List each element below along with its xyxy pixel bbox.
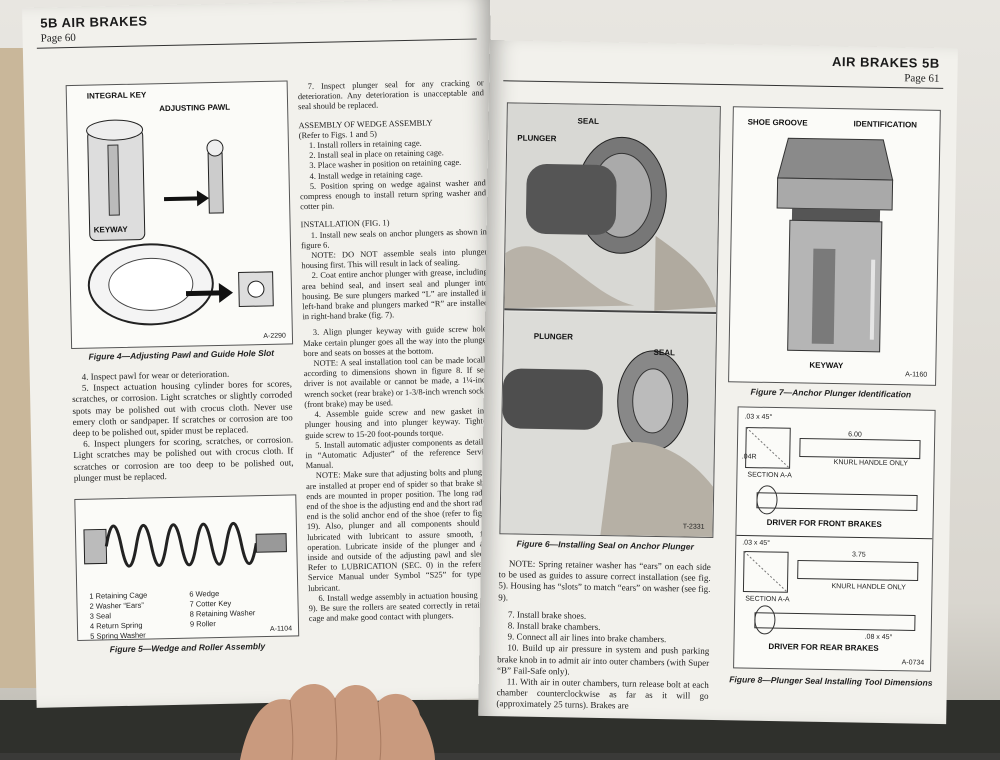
- left-page-number: Page 60: [40, 31, 76, 45]
- right-header-rule: [503, 80, 944, 89]
- label-integral-key: INTEGRAL KEY: [86, 90, 147, 101]
- label-seal-bottom: SEAL: [653, 347, 675, 358]
- dim-chamfer-front: .03 x 45°: [744, 413, 773, 421]
- figure-7-photo: SHOE GROOVE IDENTIFICATION KEYWAY A-1160: [728, 106, 941, 386]
- paragraph: NOTE: A seal installation tool can be ma…: [303, 355, 491, 410]
- dim-length-rear: 3.75: [852, 551, 866, 559]
- installing-seal-photo: [500, 103, 720, 537]
- label-keyway-plunger: KEYWAY: [809, 360, 844, 371]
- adjusting-pawl-drawing: [86, 119, 274, 326]
- paragraph: 2. Coat entire anchor plunger with greas…: [301, 267, 489, 322]
- dim-length-front: 6.00: [848, 431, 862, 439]
- dim-radius: .04R: [741, 453, 757, 461]
- dim-chamfer-rear: .03 x 45°: [742, 539, 771, 547]
- label-plunger-bottom: PLUNGER: [533, 331, 574, 342]
- hand-holding-book: [240, 683, 435, 760]
- figure-5-code: A-1104: [269, 625, 293, 633]
- paragraph: 6. Install wedge assembly in actuation h…: [308, 589, 495, 624]
- right-text-column: NOTE: Spring retainer washer has “ears” …: [496, 558, 711, 713]
- label-seal-top: SEAL: [577, 116, 600, 126]
- paragraph: NOTE: Make sure that adjusting bolts and…: [305, 467, 495, 593]
- figure-6-photo: SEAL PLUNGER PLUNGER SEAL T-2331: [499, 102, 721, 538]
- figure-6-code: T-2331: [682, 523, 705, 531]
- legend-item: 5 Spring Washer: [90, 630, 146, 641]
- paragraph: 5. Inspect actuation housing cylinder bo…: [72, 378, 293, 439]
- figure-4-illustration: INTEGRAL KEY ADJUSTING PAWL KEYWAY A-229…: [65, 80, 294, 350]
- dim-chamfer-end: .08 x 45°: [864, 633, 893, 642]
- left-header-rule: [36, 38, 477, 49]
- paragraph: 4. Assemble guide screw and new gasket i…: [304, 406, 491, 440]
- figure-8-caption: Figure 8—Plunger Seal Installing Tool Di…: [729, 674, 933, 688]
- label-shoe-groove: SHOE GROOVE: [747, 117, 808, 128]
- label-adjusting-pawl: ADJUSTING PAWL: [159, 102, 231, 114]
- left-column-a: 4. Inspect pawl for wear or deterioratio…: [72, 367, 294, 484]
- dim-section-rear: SECTION A-A: [745, 595, 790, 604]
- paragraph: 7. Inspect plunger seal for any cracking…: [297, 78, 484, 112]
- label-driver-rear: DRIVER FOR REAR BRAKES: [768, 641, 879, 653]
- figure-5-caption: Figure 5—Wedge and Roller Assembly: [109, 641, 266, 655]
- anchor-plunger-photo: [776, 137, 894, 353]
- figure-4-code: A-2290: [263, 332, 287, 341]
- label-keyway: KEYWAY: [93, 224, 128, 235]
- left-page: 5B AIR BRAKES Page 60 INTEGRAL KEY ADJUS…: [22, 0, 505, 708]
- figure-6-caption: Figure 6—Installing Seal on Anchor Plung…: [516, 538, 694, 552]
- paragraph: 10. Build up air pressure in system and …: [496, 642, 710, 677]
- figure-8-code: A-0734: [901, 659, 925, 667]
- paragraph: 3. Align plunger keyway with guide screw…: [302, 324, 490, 359]
- right-page-number: Page 61: [904, 72, 940, 85]
- dim-section-front: SECTION A-A: [747, 471, 792, 480]
- paragraph: 5. Position spring on wedge against wash…: [299, 178, 487, 212]
- paragraph: NOTE: Spring retainer washer has “ears” …: [498, 558, 711, 603]
- figure-7-code: A-1160: [905, 371, 928, 379]
- figure-7-caption: Figure 7—Anchor Plunger Identification: [750, 386, 912, 400]
- label-plunger-top: PLUNGER: [517, 133, 557, 144]
- wedge-roller-drawing: [83, 521, 287, 568]
- tool-dimension-drawing: [736, 427, 933, 635]
- label-identification: IDENTIFICATION: [853, 119, 918, 130]
- dim-knurl-front: KNURL HANDLE ONLY: [833, 459, 909, 468]
- left-column-b: 7. Inspect plunger seal for any cracking…: [298, 78, 495, 624]
- right-section-header: AIR BRAKES 5B: [831, 53, 940, 71]
- figure-8-drawing: .03 x 45° SECTION A-A KNURL HANDLE ONLY …: [733, 406, 936, 672]
- figure-4-caption: Figure 4—Adjusting Pawl and Guide Hole S…: [88, 347, 275, 362]
- dim-knurl-rear: KNURL HANDLE ONLY: [831, 583, 906, 592]
- paragraph: 11. With air in outer chambers, turn rel…: [496, 676, 709, 711]
- right-page: AIR BRAKES 5B Page 61 SEAL PLUNGER PLUNG…: [478, 40, 958, 725]
- paragraph: 5. Install automatic adjuster components…: [305, 436, 492, 471]
- paragraph: 6. Inspect plungers for scoring, scratch…: [73, 434, 294, 483]
- left-section-header: 5B AIR BRAKES: [40, 13, 148, 31]
